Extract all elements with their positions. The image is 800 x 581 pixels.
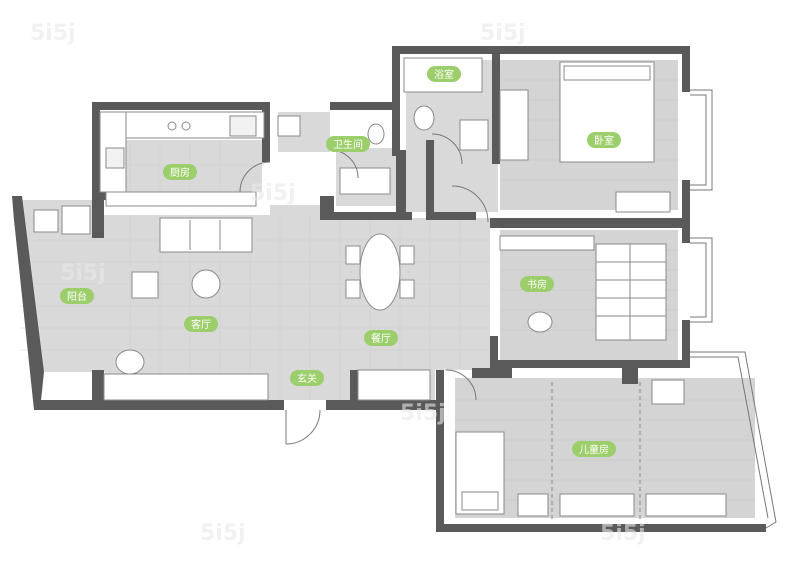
svg-text:5i5j: 5i5j xyxy=(480,21,526,46)
room-label-bathroom-master: 浴室 xyxy=(427,66,461,82)
railings xyxy=(690,89,777,529)
svg-text:客厅: 客厅 xyxy=(191,318,211,331)
room-label-bedroom: 卧室 xyxy=(587,132,621,148)
svg-text:5i5j: 5i5j xyxy=(30,21,76,46)
svg-text:卫生间: 卫生间 xyxy=(333,138,363,151)
svg-text:书房: 书房 xyxy=(527,278,547,291)
walls xyxy=(12,46,766,532)
room-label-entrance: 玄关 xyxy=(290,370,324,386)
furniture xyxy=(33,57,727,520)
svg-text:5i5j: 5i5j xyxy=(200,521,246,546)
room-label-living-room: 客厅 xyxy=(184,316,218,332)
svg-text:儿童房: 儿童房 xyxy=(579,443,609,456)
room-label-kitchen: 厨房 xyxy=(163,164,197,180)
svg-text:5i5j: 5i5j xyxy=(250,181,296,206)
room-label-dining-room: 餐厅 xyxy=(364,330,398,346)
room-label-bathroom-guest: 卫生间 xyxy=(326,136,370,152)
svg-text:5i5j: 5i5j xyxy=(600,521,646,546)
room-label-kids-room: 儿童房 xyxy=(572,441,616,457)
watermarks: 5i5j 5i5j 5i5j 5i5j 5i5j 5i5j 5i5j xyxy=(30,21,646,546)
svg-text:卧室: 卧室 xyxy=(594,134,614,147)
svg-text:5i5j: 5i5j xyxy=(60,261,106,286)
svg-text:餐厅: 餐厅 xyxy=(371,332,391,345)
svg-text:玄关: 玄关 xyxy=(297,372,317,385)
svg-text:厨房: 厨房 xyxy=(170,166,190,179)
room-label-balcony: 阳台 xyxy=(60,288,94,304)
svg-text:5i5j: 5i5j xyxy=(400,401,446,426)
room-label-study: 书房 xyxy=(520,276,554,292)
svg-text:浴室: 浴室 xyxy=(434,68,454,81)
svg-text:阳台: 阳台 xyxy=(67,290,87,303)
